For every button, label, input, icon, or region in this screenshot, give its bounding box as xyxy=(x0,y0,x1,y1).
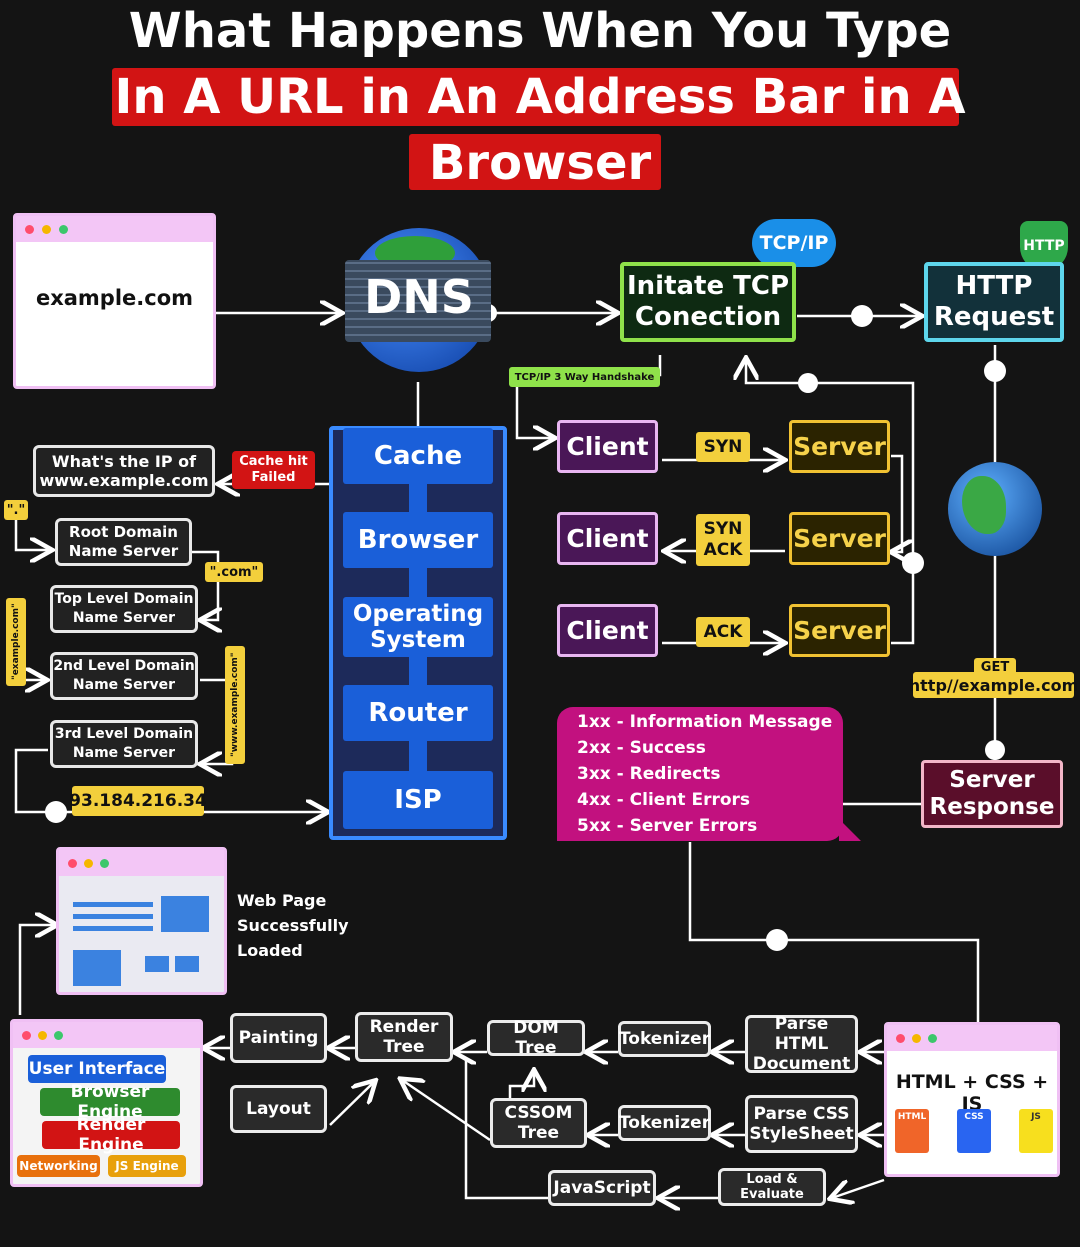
loaded-caption: Web Page Successfully Loaded xyxy=(237,891,349,960)
dns-globe-icon: DNS xyxy=(345,228,491,372)
cache-hit-failed-tag: Cache hit Failed xyxy=(232,451,315,489)
ip-address-tag: 93.184.216.34 xyxy=(69,786,207,816)
files-window: HTML + CSS + JS HTML CSS JS xyxy=(884,1022,1060,1177)
stack-operating-system: Operating System xyxy=(343,597,493,657)
render-engine-box: Render Engine xyxy=(42,1115,180,1155)
close-dot xyxy=(25,225,34,234)
syn-tag: SYN xyxy=(696,432,750,462)
minimize-dot xyxy=(912,1034,921,1043)
third-level-server-box: 3rd Level Domain Name Server xyxy=(50,720,198,768)
maximize-dot xyxy=(54,1031,63,1040)
load-evaluate-box: Load & Evaluate xyxy=(718,1168,826,1206)
window-titlebar xyxy=(13,1022,200,1048)
tcpip-cloud-badge: TCP/IP xyxy=(752,219,836,267)
window-titlebar xyxy=(887,1025,1057,1051)
status-1xx: 1xx - Information Message xyxy=(577,712,833,732)
status-5xx: 5xx - Server Errors xyxy=(577,816,758,836)
loaded-page-window xyxy=(56,847,227,995)
stack-cache: Cache xyxy=(343,428,493,484)
title-highlight-2 xyxy=(112,68,959,126)
client-box-2: Client xyxy=(557,512,658,565)
dns-label: DNS xyxy=(364,270,474,324)
browser-engine-box: Browser Engine xyxy=(40,1082,180,1122)
second-level-server-box: 2nd Level Domain Name Server xyxy=(50,652,198,700)
bubble-tail xyxy=(839,819,861,841)
http-request-box: HTTP Request xyxy=(924,262,1064,342)
image-placeholder xyxy=(145,956,169,972)
minimize-dot xyxy=(42,225,51,234)
stack-isp: ISP xyxy=(343,771,493,829)
address-bar-window: example.com xyxy=(13,213,216,389)
get-url-tag: http//example.com xyxy=(909,672,1078,698)
root-domain-server-box: Root Domain Name Server xyxy=(55,518,192,566)
status-4xx: 4xx - Client Errors xyxy=(577,790,751,810)
text-line-placeholder xyxy=(73,914,153,919)
land-shape xyxy=(962,476,1006,534)
cssom-tree-box: CSSOM Tree xyxy=(490,1098,587,1148)
www-example-com-tag: "www.example.com" xyxy=(225,646,245,764)
root-dot-tag: "." xyxy=(4,500,28,520)
text-line-placeholder xyxy=(73,902,153,907)
minimize-dot xyxy=(38,1031,47,1040)
parse-html-box: Parse HTML Document xyxy=(745,1014,858,1074)
tokenizer-html-box: Tokenizer xyxy=(618,1021,711,1057)
close-dot xyxy=(896,1034,905,1043)
tokenizer-css-box: Tokenizer xyxy=(618,1105,711,1141)
window-titlebar xyxy=(59,850,224,876)
status-codes-bubble: 1xx - Information Message 2xx - Success … xyxy=(557,707,861,841)
dot-com-tag: ".com" xyxy=(205,562,263,582)
tld-server-box: Top Level Domain Name Server xyxy=(50,585,198,633)
client-box-3: Client xyxy=(557,604,658,657)
maximize-dot xyxy=(100,859,109,868)
js-engine-box: JS Engine xyxy=(108,1155,186,1177)
maximize-dot xyxy=(59,225,68,234)
text-line-placeholder xyxy=(73,926,153,931)
status-3xx: 3xx - Redirects xyxy=(577,764,721,784)
url-text[interactable]: example.com xyxy=(35,286,194,310)
client-box-1: Client xyxy=(557,420,658,473)
parse-css-box: Parse CSS StyleSheet xyxy=(745,1095,858,1153)
javascript-box: JavaScript xyxy=(548,1170,656,1206)
synack-tag: SYN ACK xyxy=(696,514,750,566)
window-titlebar xyxy=(16,216,213,242)
server-box-3: Server xyxy=(789,604,890,657)
whats-the-ip-box: What's the IP of www.example.com xyxy=(33,445,215,497)
page-title-line3: Browser xyxy=(428,135,652,191)
painting-box: Painting xyxy=(230,1013,327,1063)
render-tree-box: Render Tree xyxy=(355,1012,453,1062)
minimize-dot xyxy=(84,859,93,868)
layout-box: Layout xyxy=(230,1085,327,1133)
image-placeholder xyxy=(161,896,209,932)
js-file-icon: JS xyxy=(1019,1109,1053,1153)
initiate-tcp-box: Initate TCP Conection xyxy=(620,262,796,342)
server-box-2: Server xyxy=(789,512,890,565)
maximize-dot xyxy=(928,1034,937,1043)
server-response-box: Server Response xyxy=(921,760,1063,828)
image-placeholder xyxy=(175,956,199,972)
page-title-line2: In A URL in An Address Bar in A xyxy=(114,69,966,125)
server-rack-icon xyxy=(345,260,491,342)
networking-box: Networking xyxy=(17,1155,100,1177)
css-file-icon: CSS xyxy=(957,1109,991,1153)
stack-browser: Browser xyxy=(343,512,493,568)
handshake-tag: TCP/IP 3 Way Handshake xyxy=(509,367,660,387)
example-com-tag: "example.com" xyxy=(6,598,26,686)
page-title-line1: What Happens When You Type xyxy=(128,3,952,59)
get-label: GET xyxy=(974,658,1016,676)
close-dot xyxy=(22,1031,31,1040)
stack-router: Router xyxy=(343,685,493,741)
ack-tag: ACK xyxy=(696,617,750,647)
html-file-icon: HTML xyxy=(895,1109,929,1153)
user-interface-box: User Interface xyxy=(28,1055,166,1083)
server-box-1: Server xyxy=(789,420,890,473)
earth-globe-icon xyxy=(948,462,1042,556)
image-placeholder xyxy=(73,950,121,986)
title-highlight-3 xyxy=(409,134,661,190)
dom-tree-box: DOM Tree xyxy=(487,1018,585,1058)
close-dot xyxy=(68,859,77,868)
status-2xx: 2xx - Success xyxy=(577,738,706,758)
